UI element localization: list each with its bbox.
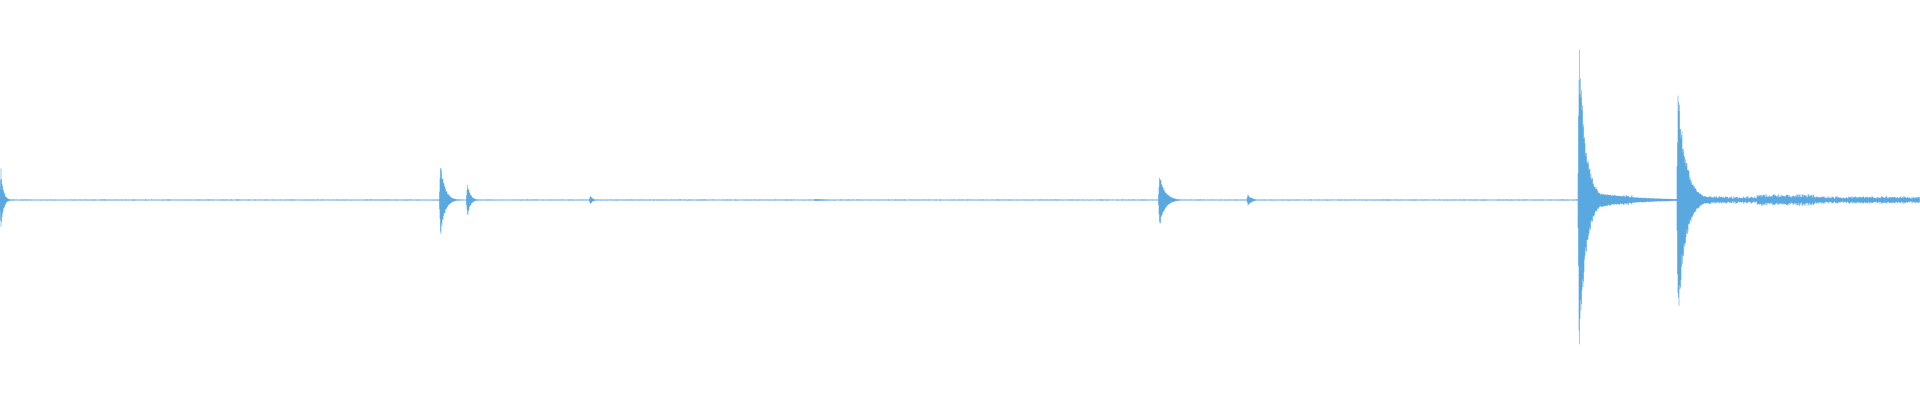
waveform-trace bbox=[0, 49, 1920, 345]
